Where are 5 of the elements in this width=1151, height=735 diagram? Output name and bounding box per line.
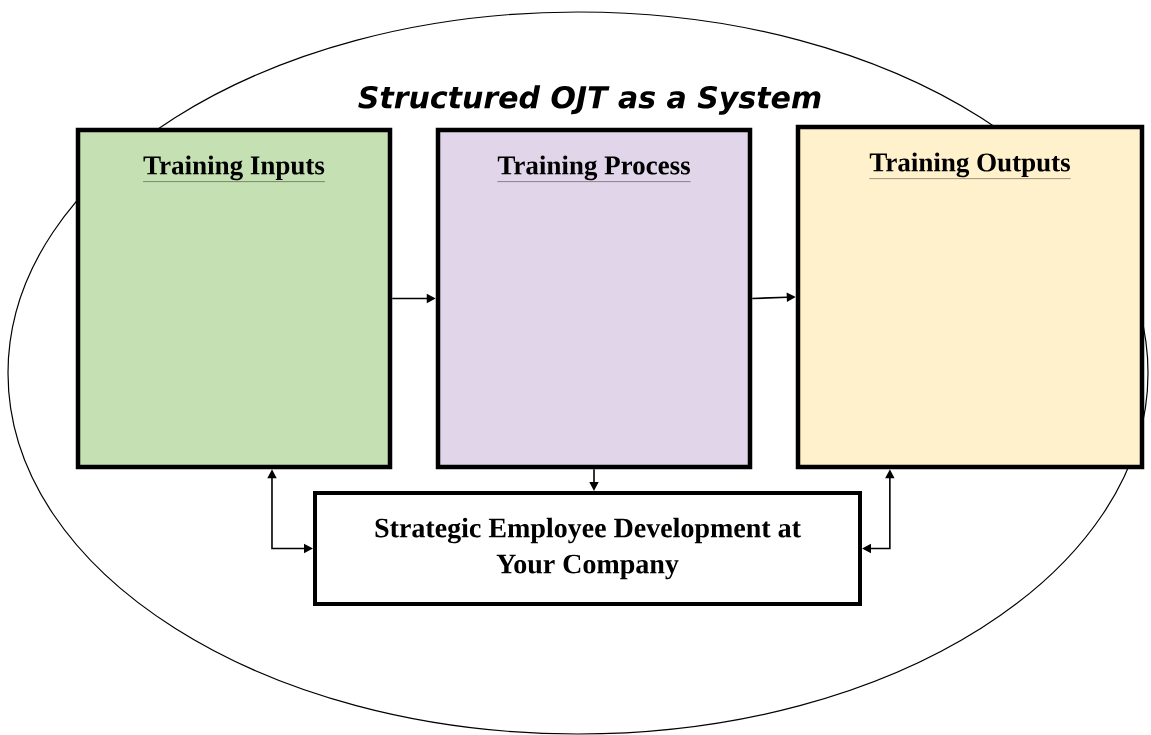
process-box: Training Process xyxy=(435,127,753,470)
process-box: Strategic Employee Development at Your Company xyxy=(313,491,862,606)
process-box: Training Inputs xyxy=(75,127,393,470)
process-box: Training Outputs xyxy=(795,124,1145,470)
title: Structured OJT as a System xyxy=(358,85,821,115)
